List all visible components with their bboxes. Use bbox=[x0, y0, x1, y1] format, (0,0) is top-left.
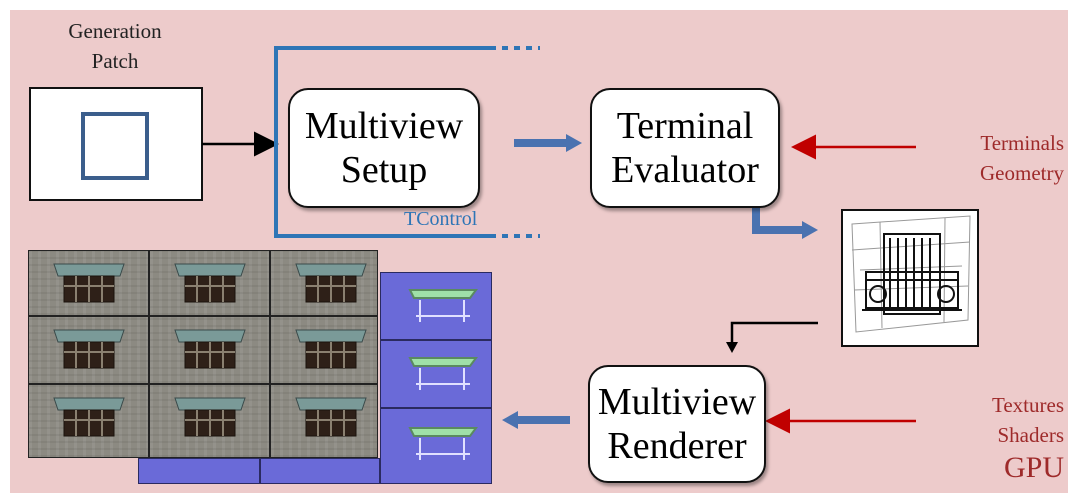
shaders-label: Shaders bbox=[997, 423, 1065, 447]
terminal-evaluator-label-line2: Evaluator bbox=[611, 149, 759, 191]
textures-label: Textures bbox=[991, 393, 1064, 417]
geometry-label: Geometry bbox=[980, 161, 1064, 185]
normal-balcony-1 bbox=[408, 289, 478, 322]
connector-layer bbox=[29, 46, 979, 434]
balcony-wireframe-image bbox=[841, 209, 979, 347]
multiview-renderer-label-line2: Renderer bbox=[607, 425, 747, 467]
multiview-renderer-box: Multiview Renderer bbox=[588, 365, 766, 483]
gpu-label: GPU bbox=[1003, 451, 1064, 484]
setup-to-evaluator-arrow bbox=[514, 134, 582, 152]
renderer-to-output-arrow bbox=[502, 411, 570, 429]
patch-square-icon bbox=[81, 112, 149, 180]
normal-tile bbox=[380, 408, 492, 484]
generation-patch-box bbox=[29, 87, 203, 201]
tcontrol-bracket bbox=[274, 46, 540, 238]
multiview-setup-label-line2: Setup bbox=[340, 149, 428, 191]
multiview-setup-label-line1: Multiview bbox=[304, 105, 464, 147]
normal-tile bbox=[260, 458, 380, 484]
diagram-canvas: Generation Patch Multiview Setup Termina… bbox=[10, 10, 1068, 493]
multiview-setup-box: Multiview Setup bbox=[288, 88, 480, 208]
tcontrol-label: TControl bbox=[404, 208, 478, 230]
generation-patch-label: Generation Patch bbox=[68, 19, 162, 73]
normal-tile bbox=[380, 340, 492, 408]
wireframe-to-renderer-arrow bbox=[726, 321, 818, 353]
terminal-evaluator-label-line1: Terminal bbox=[616, 105, 754, 147]
normal-tile bbox=[380, 272, 492, 340]
normal-map-balconies bbox=[408, 289, 478, 460]
normal-balcony-3 bbox=[408, 427, 478, 460]
terminal-evaluator-box: Terminal Evaluator bbox=[590, 88, 780, 208]
stone-window-details bbox=[53, 263, 367, 437]
multiview-renderer-label-line1: Multiview bbox=[597, 381, 757, 423]
evaluator-to-wireframe-arrow bbox=[752, 208, 818, 239]
normal-tile bbox=[138, 458, 260, 484]
terminals-label: Terminals bbox=[980, 131, 1064, 155]
normal-balcony-2 bbox=[408, 357, 478, 390]
